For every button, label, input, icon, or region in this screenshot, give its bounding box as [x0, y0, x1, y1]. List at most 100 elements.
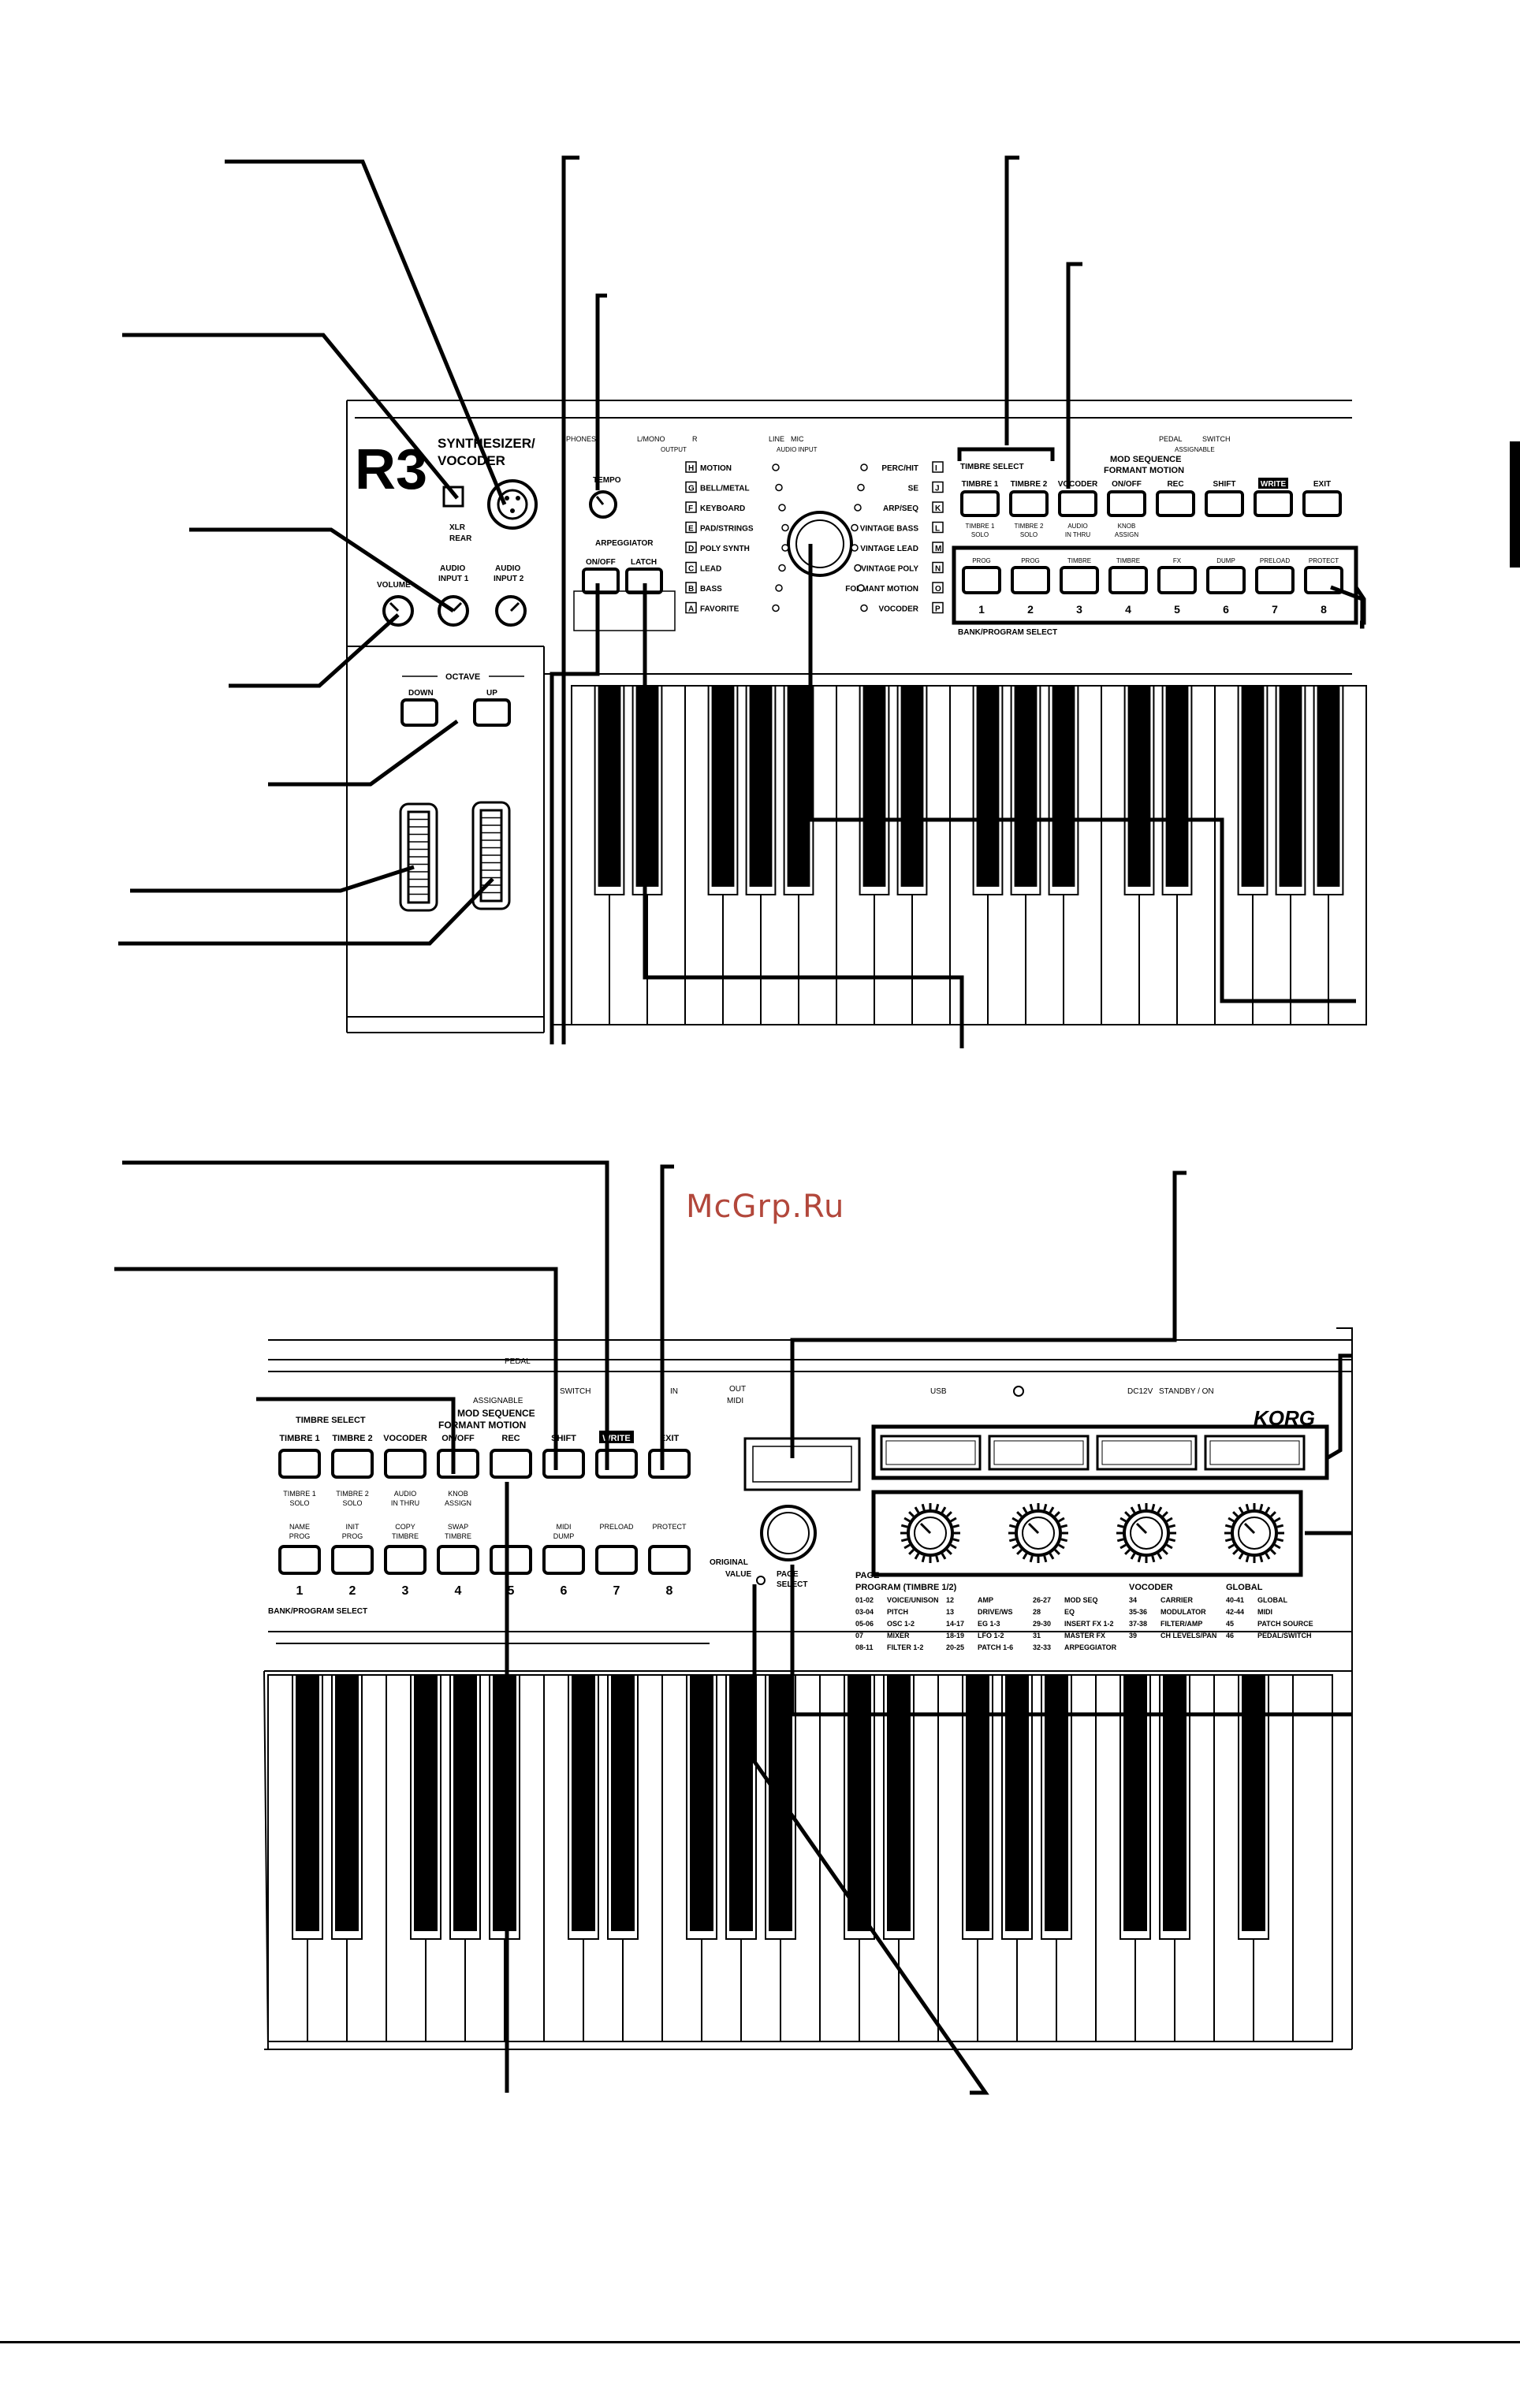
button-cap[interactable]	[331, 1449, 374, 1479]
button-cap[interactable]	[1108, 566, 1148, 594]
button-cap[interactable]	[490, 1449, 532, 1479]
button-cap[interactable]	[278, 1449, 321, 1479]
timbre-function-button[interactable]: SHIFT	[1205, 480, 1244, 517]
button-cap[interactable]	[331, 1545, 374, 1575]
black-key[interactable]	[1045, 1675, 1068, 1931]
button-cap[interactable]	[595, 1545, 638, 1575]
button-cap[interactable]	[1157, 566, 1197, 594]
black-key[interactable]	[711, 686, 735, 887]
black-key[interactable]	[453, 1675, 477, 1931]
bank-program-button[interactable]: 5	[490, 1545, 532, 1598]
black-key[interactable]	[635, 686, 659, 887]
black-key[interactable]	[414, 1675, 438, 1931]
black-key[interactable]	[749, 686, 773, 887]
button-cap[interactable]	[1107, 490, 1146, 517]
edit-knob[interactable]	[1008, 1503, 1068, 1563]
black-key[interactable]	[862, 686, 886, 887]
button-cap[interactable]	[962, 566, 1001, 594]
black-key[interactable]	[1279, 686, 1302, 887]
button-cap[interactable]	[384, 1545, 427, 1575]
timbre-function-button[interactable]: SHIFT	[542, 1434, 585, 1479]
button-cap[interactable]	[437, 1545, 479, 1575]
button-cap[interactable]	[384, 1449, 427, 1479]
timbre-function-button[interactable]: WRITE	[595, 1431, 638, 1479]
xlr-rear-switch[interactable]	[442, 486, 464, 508]
black-key[interactable]	[848, 1675, 871, 1931]
black-key[interactable]	[976, 686, 1000, 887]
black-key[interactable]	[296, 1675, 319, 1931]
button-cap[interactable]	[437, 1449, 479, 1479]
mic-xlr-jack[interactable]	[487, 479, 538, 530]
black-key[interactable]	[1241, 686, 1265, 887]
black-key[interactable]	[1127, 686, 1151, 887]
black-key[interactable]	[1242, 1675, 1265, 1931]
black-key[interactable]	[1005, 1675, 1029, 1931]
black-key[interactable]	[1165, 686, 1189, 887]
button-cap[interactable]	[1206, 566, 1246, 594]
audio-input-2-knob[interactable]	[495, 595, 527, 627]
timbre-function-button[interactable]: EXIT	[648, 1434, 691, 1479]
button-cap[interactable]	[1255, 566, 1295, 594]
button-cap[interactable]	[1254, 490, 1293, 517]
edit-knob[interactable]	[1116, 1503, 1176, 1563]
page-select-dial[interactable]	[760, 1505, 817, 1561]
black-key[interactable]	[493, 1675, 516, 1931]
black-key[interactable]	[1014, 686, 1038, 887]
button-cap[interactable]	[1058, 490, 1097, 517]
button-cap[interactable]	[490, 1545, 532, 1575]
button-cap[interactable]	[1302, 490, 1342, 517]
button-cap[interactable]	[1011, 566, 1050, 594]
button-cap[interactable]	[648, 1449, 691, 1479]
edit-knob[interactable]	[900, 1503, 960, 1563]
arp-on-off-button[interactable]	[582, 568, 620, 594]
timbre-function-button[interactable]: EXIT	[1302, 480, 1342, 517]
black-key[interactable]	[787, 686, 810, 887]
button-cap[interactable]	[542, 1449, 585, 1479]
button-cap[interactable]	[648, 1545, 691, 1575]
edit-knob[interactable]	[1224, 1503, 1284, 1563]
volume-knob[interactable]	[382, 595, 414, 627]
black-key[interactable]	[729, 1675, 753, 1931]
bank-program-button[interactable]: FX5	[1157, 557, 1197, 616]
black-key[interactable]	[1052, 686, 1075, 887]
black-key[interactable]	[335, 1675, 359, 1931]
button-cap[interactable]	[595, 1449, 638, 1479]
white-key[interactable]	[1292, 1674, 1333, 2042]
black-key[interactable]	[887, 1675, 911, 1931]
black-key[interactable]	[1163, 1675, 1187, 1931]
button-cap[interactable]	[1205, 490, 1244, 517]
black-key[interactable]	[690, 1675, 713, 1931]
black-key[interactable]	[1123, 1675, 1147, 1931]
timbre-function-button[interactable]: WRITE	[1254, 478, 1293, 517]
button-cap[interactable]	[1060, 566, 1099, 594]
button-cap[interactable]	[278, 1545, 321, 1575]
black-key[interactable]	[611, 1675, 635, 1931]
black-key[interactable]	[572, 1675, 595, 1931]
button-cap[interactable]	[960, 490, 1000, 517]
button-cap[interactable]	[1009, 490, 1049, 517]
octave-up-button[interactable]	[473, 698, 511, 727]
black-key[interactable]	[1317, 686, 1340, 887]
black-key[interactable]	[598, 686, 621, 887]
